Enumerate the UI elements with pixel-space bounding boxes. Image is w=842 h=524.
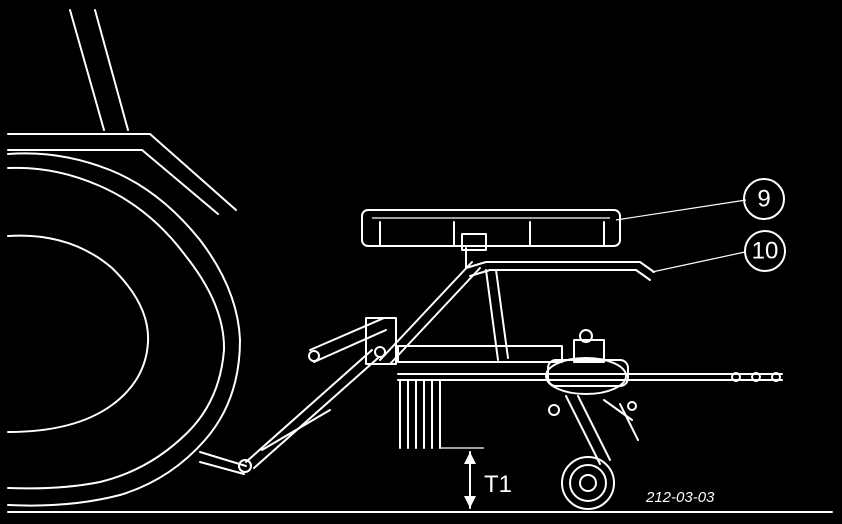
callout-10-number: 10 <box>752 238 779 265</box>
guard-support-arm <box>465 261 655 281</box>
dimension-label-t1: T1 <box>484 471 512 498</box>
tractor-rear-tyre <box>7 152 241 507</box>
callout-9-leader <box>615 199 747 221</box>
tine-group <box>399 379 484 449</box>
callout-9: 9 <box>615 178 785 221</box>
tractor-cab <box>7 9 237 215</box>
figure-code: 212-03-03 <box>645 489 715 506</box>
callout-10-circle <box>744 230 786 272</box>
callout-9-number: 9 <box>757 186 770 213</box>
hitch-linkage <box>199 317 397 475</box>
tine-arm <box>397 372 783 382</box>
working-height-dimension: T1 <box>464 451 512 509</box>
callout-10: 10 <box>651 230 786 273</box>
gauge-wheel <box>561 456 615 510</box>
callout-10-leader <box>651 251 746 273</box>
main-frame <box>379 247 563 365</box>
callout-9-circle <box>743 178 785 220</box>
rotor-gearbox <box>545 329 629 395</box>
wheel-suspension <box>548 395 639 465</box>
protective-guard <box>361 209 621 251</box>
